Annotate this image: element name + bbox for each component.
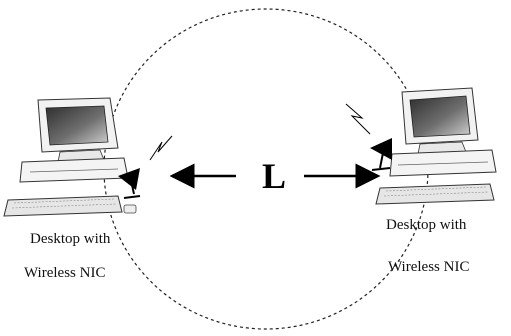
left-signal-bolt-icon	[150, 136, 172, 160]
left-caption-line1: Desktop with	[30, 231, 110, 248]
left-desktop-icon	[4, 98, 136, 216]
right-antenna-icon	[370, 138, 392, 170]
right-caption-line2: Wireless NIC	[388, 259, 469, 276]
right-caption-line1: Desktop with	[386, 217, 466, 234]
right-desktop-icon	[376, 88, 496, 204]
distance-label: L	[262, 158, 286, 194]
left-caption-line2: Wireless NIC	[24, 265, 105, 282]
right-signal-bolt-icon	[346, 104, 370, 134]
